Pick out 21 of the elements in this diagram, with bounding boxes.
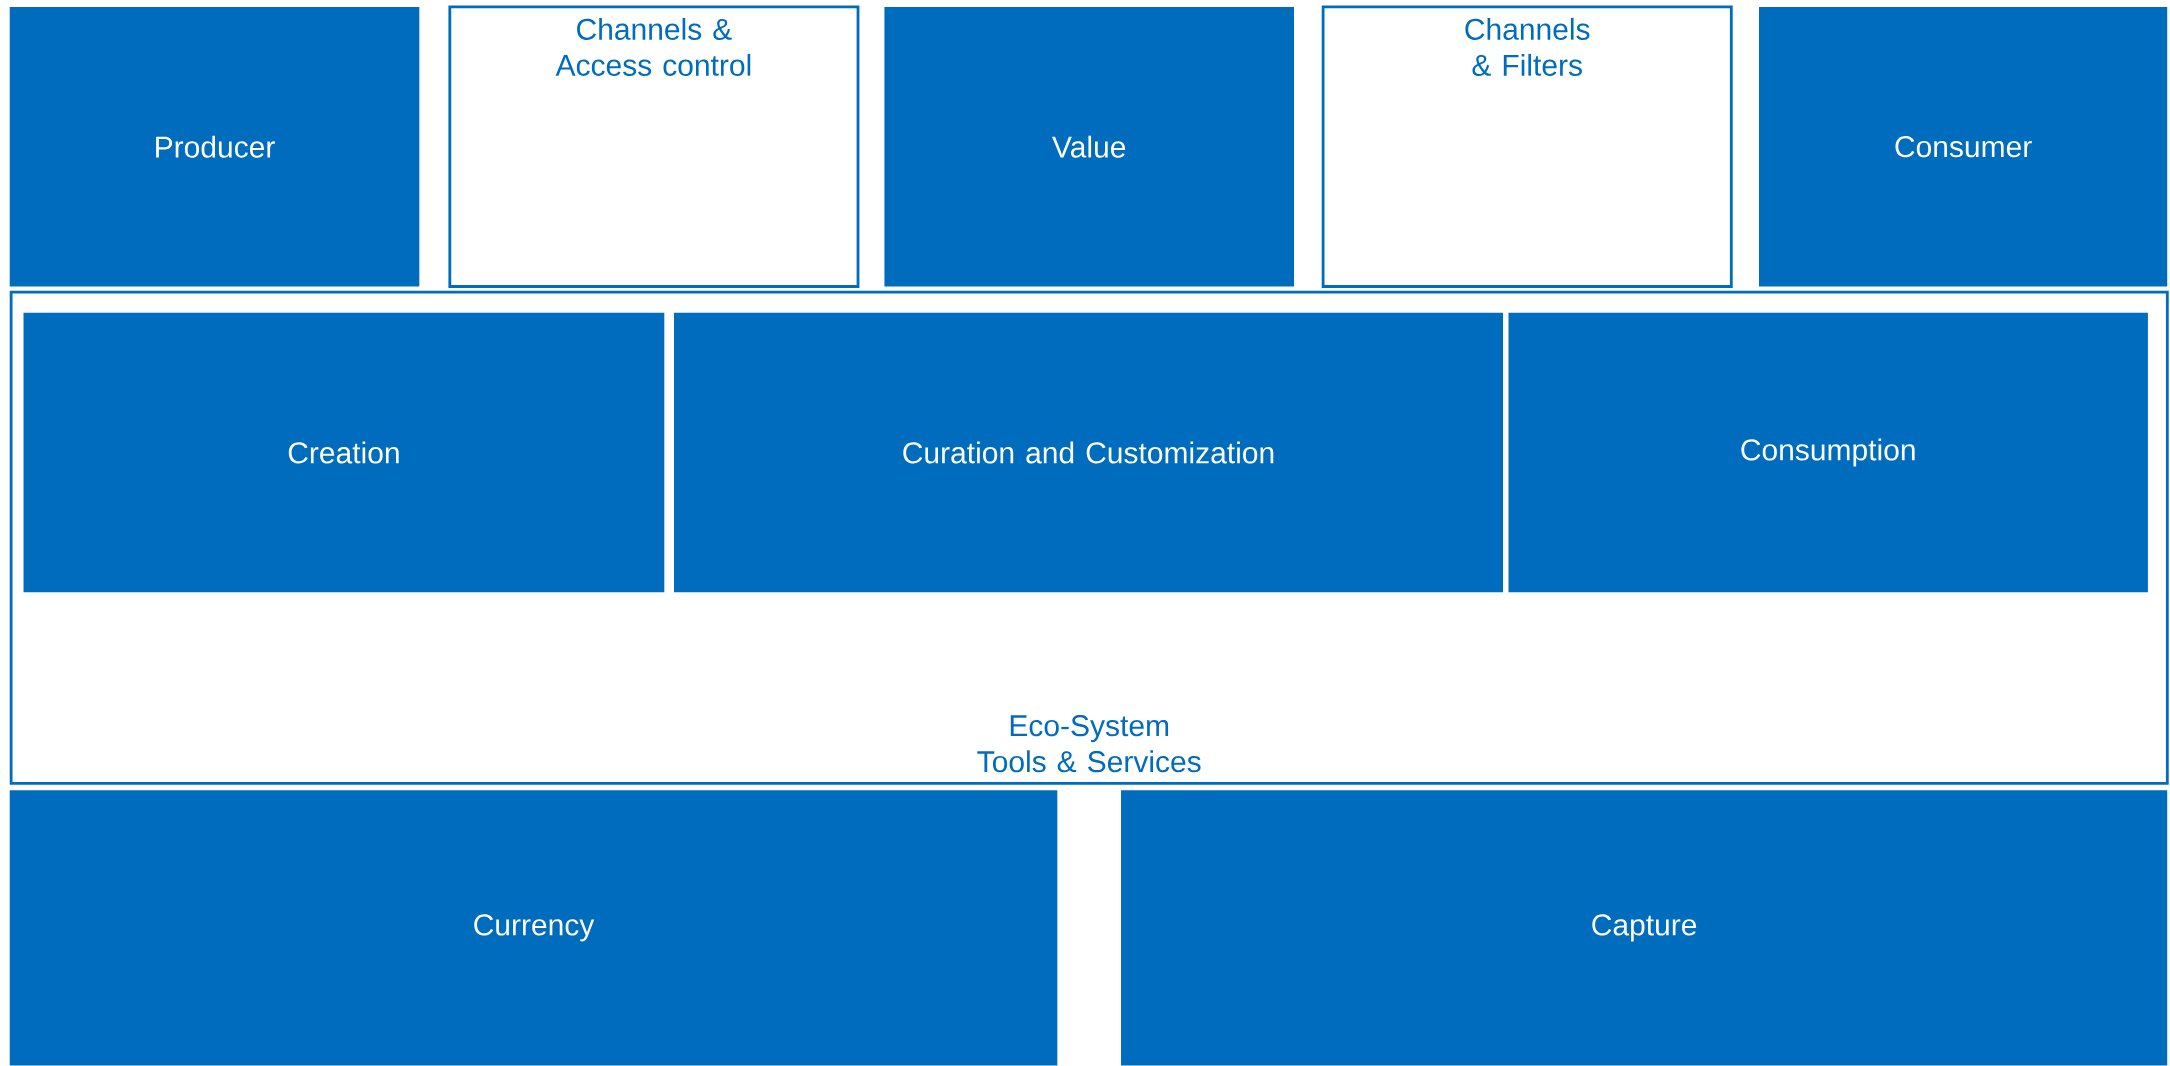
box-label: Producer: [156, 135, 275, 158]
box-label: Consumption: [1741, 438, 1915, 467]
box-label: Consumer: [1895, 136, 2032, 158]
box-label: Channels & Filters: [1465, 17, 1590, 76]
box-label: Curation and Customization: [903, 441, 1274, 464]
box-label: Eco-System Tools & Services: [977, 715, 1201, 773]
process-box: [9, 6, 420, 287]
box-label: Currency: [474, 914, 595, 942]
process-box: [9, 790, 1058, 1066]
process-box: [23, 312, 665, 593]
box-label: Value: [1052, 135, 1126, 158]
process-box: [884, 6, 1294, 287]
outlined-box: [448, 5, 860, 288]
box-label: Channels & Access control: [555, 17, 751, 76]
box-label: Creation: [288, 441, 399, 464]
process-box: [674, 312, 1503, 593]
box-label: Capture: [1592, 914, 1697, 942]
process-box: [1759, 6, 2168, 287]
outlined-box: [1321, 5, 1733, 288]
process-box: [1508, 312, 2148, 593]
process-box: [1121, 790, 2168, 1066]
